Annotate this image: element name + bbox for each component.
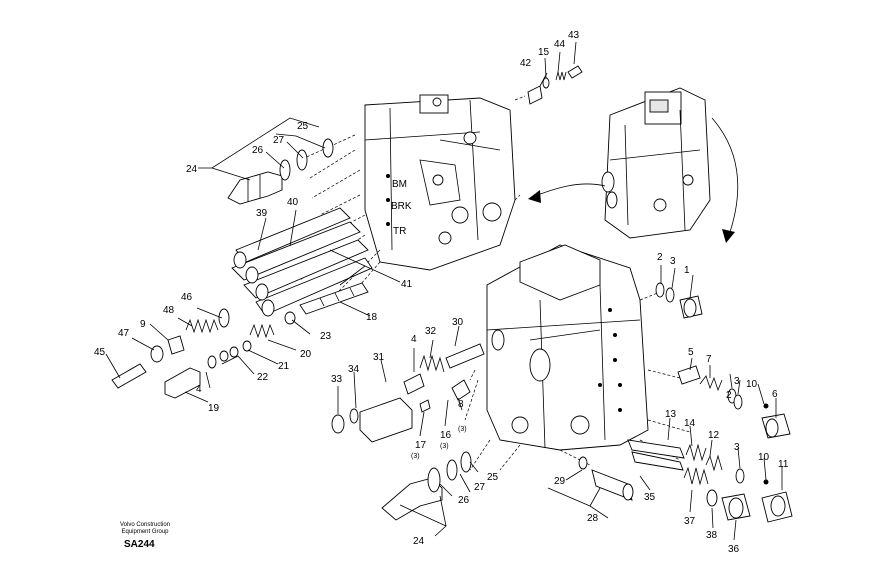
- callout-27-lower: 27: [474, 482, 486, 493]
- callout-41: 41: [401, 279, 413, 290]
- callout-36: 36: [728, 544, 740, 555]
- callout-42: 42: [520, 58, 532, 69]
- callout-3-right: 3: [734, 376, 740, 387]
- callout-13: 13: [665, 409, 677, 420]
- callout-28: 28: [587, 513, 599, 524]
- callout-48: 48: [163, 305, 175, 316]
- upper-valve-block: [364, 94, 516, 271]
- callout-33: 33: [331, 374, 343, 385]
- callout-9: 9: [140, 319, 146, 330]
- assembled-valve-view: [601, 87, 711, 239]
- callout-1: 1: [684, 265, 690, 276]
- lower-center-parts: [331, 343, 634, 521]
- callout-15: 15: [538, 47, 550, 58]
- callout-40: 40: [287, 197, 299, 208]
- callout-37: 37: [684, 516, 696, 527]
- lower-valve-block: [486, 244, 649, 451]
- callout-4: 4: [411, 334, 417, 345]
- upper-left-parts: [111, 138, 373, 399]
- callout-4-left: 4: [196, 384, 202, 395]
- callout-6: 6: [772, 389, 778, 400]
- upper-right-small-parts: [527, 65, 583, 105]
- callout-3: 3: [670, 256, 676, 267]
- callout-31: 31: [373, 352, 385, 363]
- block-mark-brk: BRK: [391, 201, 412, 212]
- right-side-parts: [627, 282, 793, 523]
- callout-23: 23: [320, 331, 332, 342]
- callout-note-8: (3): [458, 426, 467, 433]
- callout-46: 46: [181, 292, 193, 303]
- callout-labels: 1 2 3 4 5 6 7 8 9 10 11 12 13 14 15 16 1…: [94, 30, 789, 555]
- callout-22: 22: [257, 372, 269, 383]
- credit-line-2: Equipment Group: [121, 529, 169, 535]
- callout-note-17: (3): [411, 453, 420, 460]
- callout-24-upper: 24: [186, 164, 198, 175]
- callout-30: 30: [452, 317, 464, 328]
- callout-8: 8: [458, 399, 464, 410]
- callout-27-upper: 27: [273, 135, 285, 146]
- callout-3-lower: 3: [734, 442, 740, 453]
- credit-line-1: Volvo Construction: [119, 522, 171, 528]
- callout-25-upper: 25: [297, 121, 309, 132]
- callout-26-lower: 26: [458, 495, 470, 506]
- credit-block: Volvo Construction Equipment Group: [110, 522, 180, 536]
- callout-7: 7: [706, 354, 712, 365]
- callout-11: 11: [778, 459, 789, 470]
- callout-24-lower: 24: [413, 536, 425, 547]
- callout-38: 38: [706, 530, 718, 541]
- callout-10-lower: 10: [758, 452, 770, 463]
- callout-21: 21: [278, 361, 290, 372]
- callout-2-right: 2: [726, 390, 732, 401]
- callout-32: 32: [425, 326, 437, 337]
- callout-25-lower: 25: [487, 472, 499, 483]
- callout-29: 29: [554, 476, 566, 487]
- callout-14: 14: [684, 418, 696, 429]
- callout-18: 18: [366, 312, 378, 323]
- leader-lines: [105, 41, 783, 541]
- callout-34: 34: [348, 364, 360, 375]
- callout-45: 45: [94, 347, 106, 358]
- callout-47: 47: [118, 328, 130, 339]
- callout-20: 20: [300, 349, 312, 360]
- callout-2: 2: [657, 252, 663, 263]
- callout-35: 35: [644, 492, 656, 503]
- callout-12: 12: [708, 430, 720, 441]
- callout-26-upper: 26: [252, 145, 264, 156]
- callout-44: 44: [554, 39, 566, 50]
- callout-39: 39: [256, 208, 268, 219]
- callout-5: 5: [688, 347, 694, 358]
- callout-note-16: (3): [440, 443, 449, 450]
- block-mark-bm: BM: [392, 179, 407, 190]
- callout-17: 17: [415, 440, 427, 451]
- callout-19: 19: [208, 403, 220, 414]
- callout-16: 16: [440, 430, 452, 441]
- callout-43: 43: [568, 30, 580, 41]
- block-mark-tr: TR: [393, 226, 406, 237]
- sheet-code: SA244: [124, 539, 155, 550]
- callout-10: 10: [746, 379, 758, 390]
